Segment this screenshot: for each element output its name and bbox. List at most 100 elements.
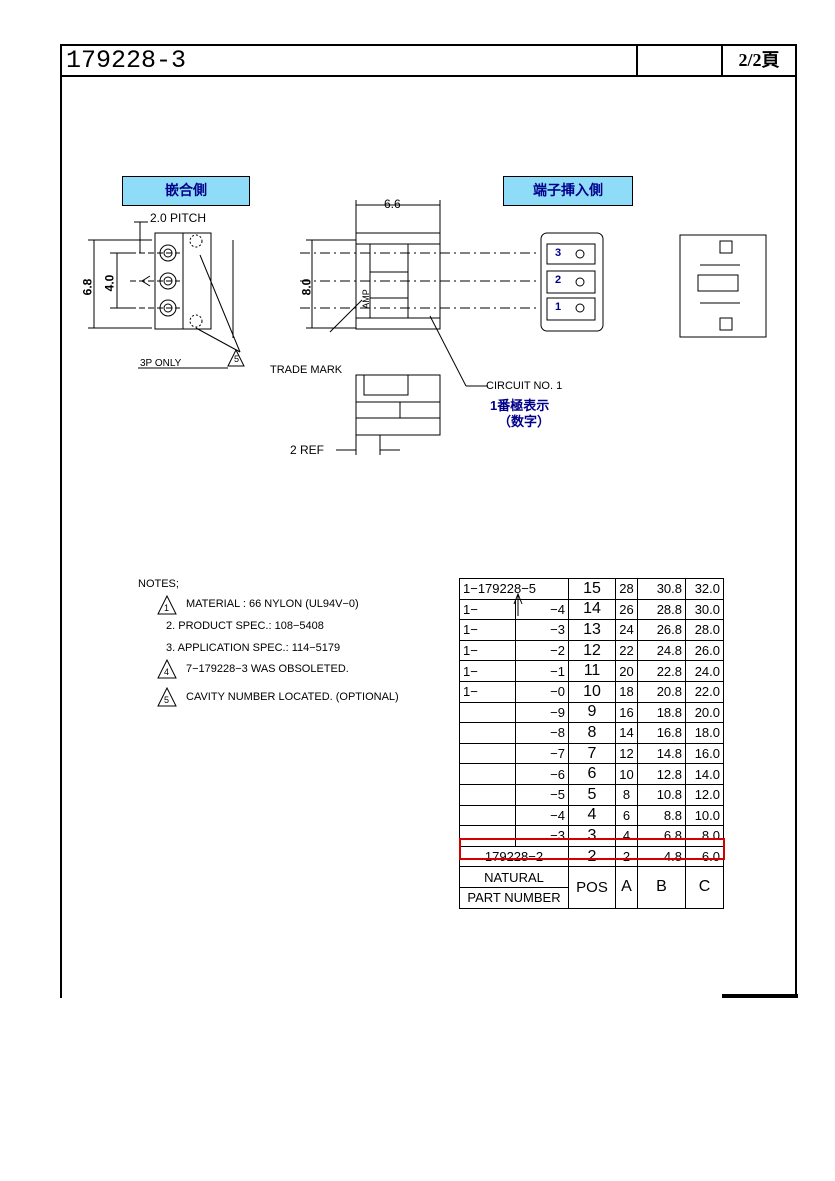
cell-c: 22.0 bbox=[685, 680, 724, 703]
cell-prefix: 1− bbox=[459, 598, 516, 621]
cell-a: 14 bbox=[615, 722, 638, 744]
part-number-title: 179228-3 bbox=[62, 46, 638, 75]
cell-pos: 14 bbox=[568, 598, 616, 621]
bottom-view bbox=[336, 374, 441, 455]
cell-suffix: −5 bbox=[515, 783, 569, 806]
cell-suffix: −8 bbox=[515, 722, 569, 744]
note-3-text: 3. APPLICATION SPEC.: 114−5179 bbox=[166, 642, 341, 654]
cell-c: 18.0 bbox=[685, 722, 724, 744]
cell-b: 26.8 bbox=[637, 619, 686, 641]
cell-c: 14.0 bbox=[685, 763, 724, 785]
cell-pos: 13 bbox=[568, 619, 616, 641]
terminal-view bbox=[540, 232, 604, 332]
circuit-jp-label: 1番極表示 bbox=[490, 398, 550, 413]
cell-suffix: −4 bbox=[515, 804, 569, 827]
cell-suffix: −9 bbox=[515, 701, 569, 724]
note-1-text: MATERIAL : 66 NYLON (UL94V−0) bbox=[186, 598, 359, 610]
cell-b: 22.8 bbox=[637, 660, 686, 682]
note-1-triangle bbox=[157, 594, 177, 615]
cell-a: 26 bbox=[615, 598, 638, 621]
rear-view bbox=[679, 234, 767, 338]
cell-c: 28.0 bbox=[685, 619, 724, 641]
cell-b: 20.8 bbox=[637, 680, 686, 703]
note-5-triangle bbox=[157, 686, 177, 707]
cell-pos: 4 bbox=[568, 804, 616, 827]
note-5-marker-text: 5 bbox=[234, 354, 240, 364]
cell-prefix bbox=[459, 783, 516, 806]
cell-c: 24.0 bbox=[685, 660, 724, 682]
cell-pos: 7 bbox=[568, 742, 616, 765]
cell-prefix bbox=[459, 722, 516, 744]
cell-a: 6 bbox=[615, 804, 638, 827]
cell-pos: 9 bbox=[568, 701, 616, 724]
mating-view bbox=[88, 221, 245, 369]
cell-suffix: −3 bbox=[515, 619, 569, 641]
cell-suffix: −7 bbox=[515, 742, 569, 765]
header-c: C bbox=[685, 866, 724, 909]
cavity-number-3: 3 bbox=[555, 247, 562, 259]
note-4-number: 4 bbox=[164, 667, 170, 677]
cell-b: 30.8 bbox=[637, 578, 686, 600]
cell-a: 28 bbox=[615, 578, 638, 600]
cell-a: 22 bbox=[615, 639, 638, 662]
cell-a: 10 bbox=[615, 763, 638, 785]
cell-suffix: −1 bbox=[515, 660, 569, 682]
cell-pos: 5 bbox=[568, 783, 616, 806]
cell-a: 16 bbox=[615, 701, 638, 724]
cell-suffix: −4 bbox=[515, 598, 569, 621]
cell-c: 16.0 bbox=[685, 742, 724, 765]
drawing-frame bbox=[60, 44, 797, 998]
note-4-text: 7−179228−3 WAS OBSOLETED. bbox=[186, 663, 349, 675]
cell-pos: 6 bbox=[568, 763, 616, 785]
page-indicator: 2/2頁 bbox=[738, 50, 780, 70]
header-b: B bbox=[637, 866, 686, 909]
cell-suffix: −6 bbox=[515, 763, 569, 785]
note-4-triangle bbox=[157, 658, 177, 679]
circuit-jp-sub-label: （数字） bbox=[498, 414, 551, 429]
cell-b: 18.8 bbox=[637, 701, 686, 724]
cell-a: 18 bbox=[615, 680, 638, 703]
terminal-side-label: 端子挿入側 bbox=[503, 176, 633, 206]
3p-only-label: 3P ONLY bbox=[140, 358, 182, 369]
cavity-number-1: 1 bbox=[555, 301, 562, 313]
cell-suffix: −2 bbox=[515, 639, 569, 662]
note-2-text: 2. PRODUCT SPEC.: 108−5408 bbox=[166, 620, 324, 632]
cell-a: 24 bbox=[615, 619, 638, 641]
dim-6-6: 6.6 bbox=[384, 197, 401, 211]
cell-b: 14.8 bbox=[637, 742, 686, 765]
cell-c: 30.0 bbox=[685, 598, 724, 621]
pitch-label: 2.0 PITCH bbox=[150, 211, 207, 225]
cavity-number-2: 2 bbox=[555, 274, 562, 286]
note-5-text: CAVITY NUMBER LOCATED. (OPTIONAL) bbox=[186, 691, 399, 703]
cell-c: 10.0 bbox=[685, 804, 724, 827]
cell-a: 8 bbox=[615, 783, 638, 806]
dim-4-0: 4.0 bbox=[102, 274, 117, 292]
cell-b: 12.8 bbox=[637, 763, 686, 785]
cell-b: 8.8 bbox=[637, 804, 686, 827]
amp-logo-text: AMP bbox=[360, 289, 371, 309]
cell-pos: 11 bbox=[568, 660, 616, 682]
header-pos: POS bbox=[568, 866, 616, 909]
ref-label: 2 REF bbox=[290, 443, 325, 457]
cell-b: 16.8 bbox=[637, 722, 686, 744]
cell-c: 32.0 bbox=[685, 578, 724, 600]
cell-prefix: 1− bbox=[459, 660, 516, 682]
natural-label: NATURAL bbox=[459, 866, 569, 888]
dim-6-8: 6.8 bbox=[80, 278, 95, 296]
trade-mark-label: TRADE MARK bbox=[270, 364, 343, 376]
cell-c: 20.0 bbox=[685, 701, 724, 724]
part-number-label: PART NUMBER bbox=[459, 886, 569, 909]
cell-b: 24.8 bbox=[637, 639, 686, 662]
dim-8-0: 8.0 bbox=[299, 278, 314, 296]
